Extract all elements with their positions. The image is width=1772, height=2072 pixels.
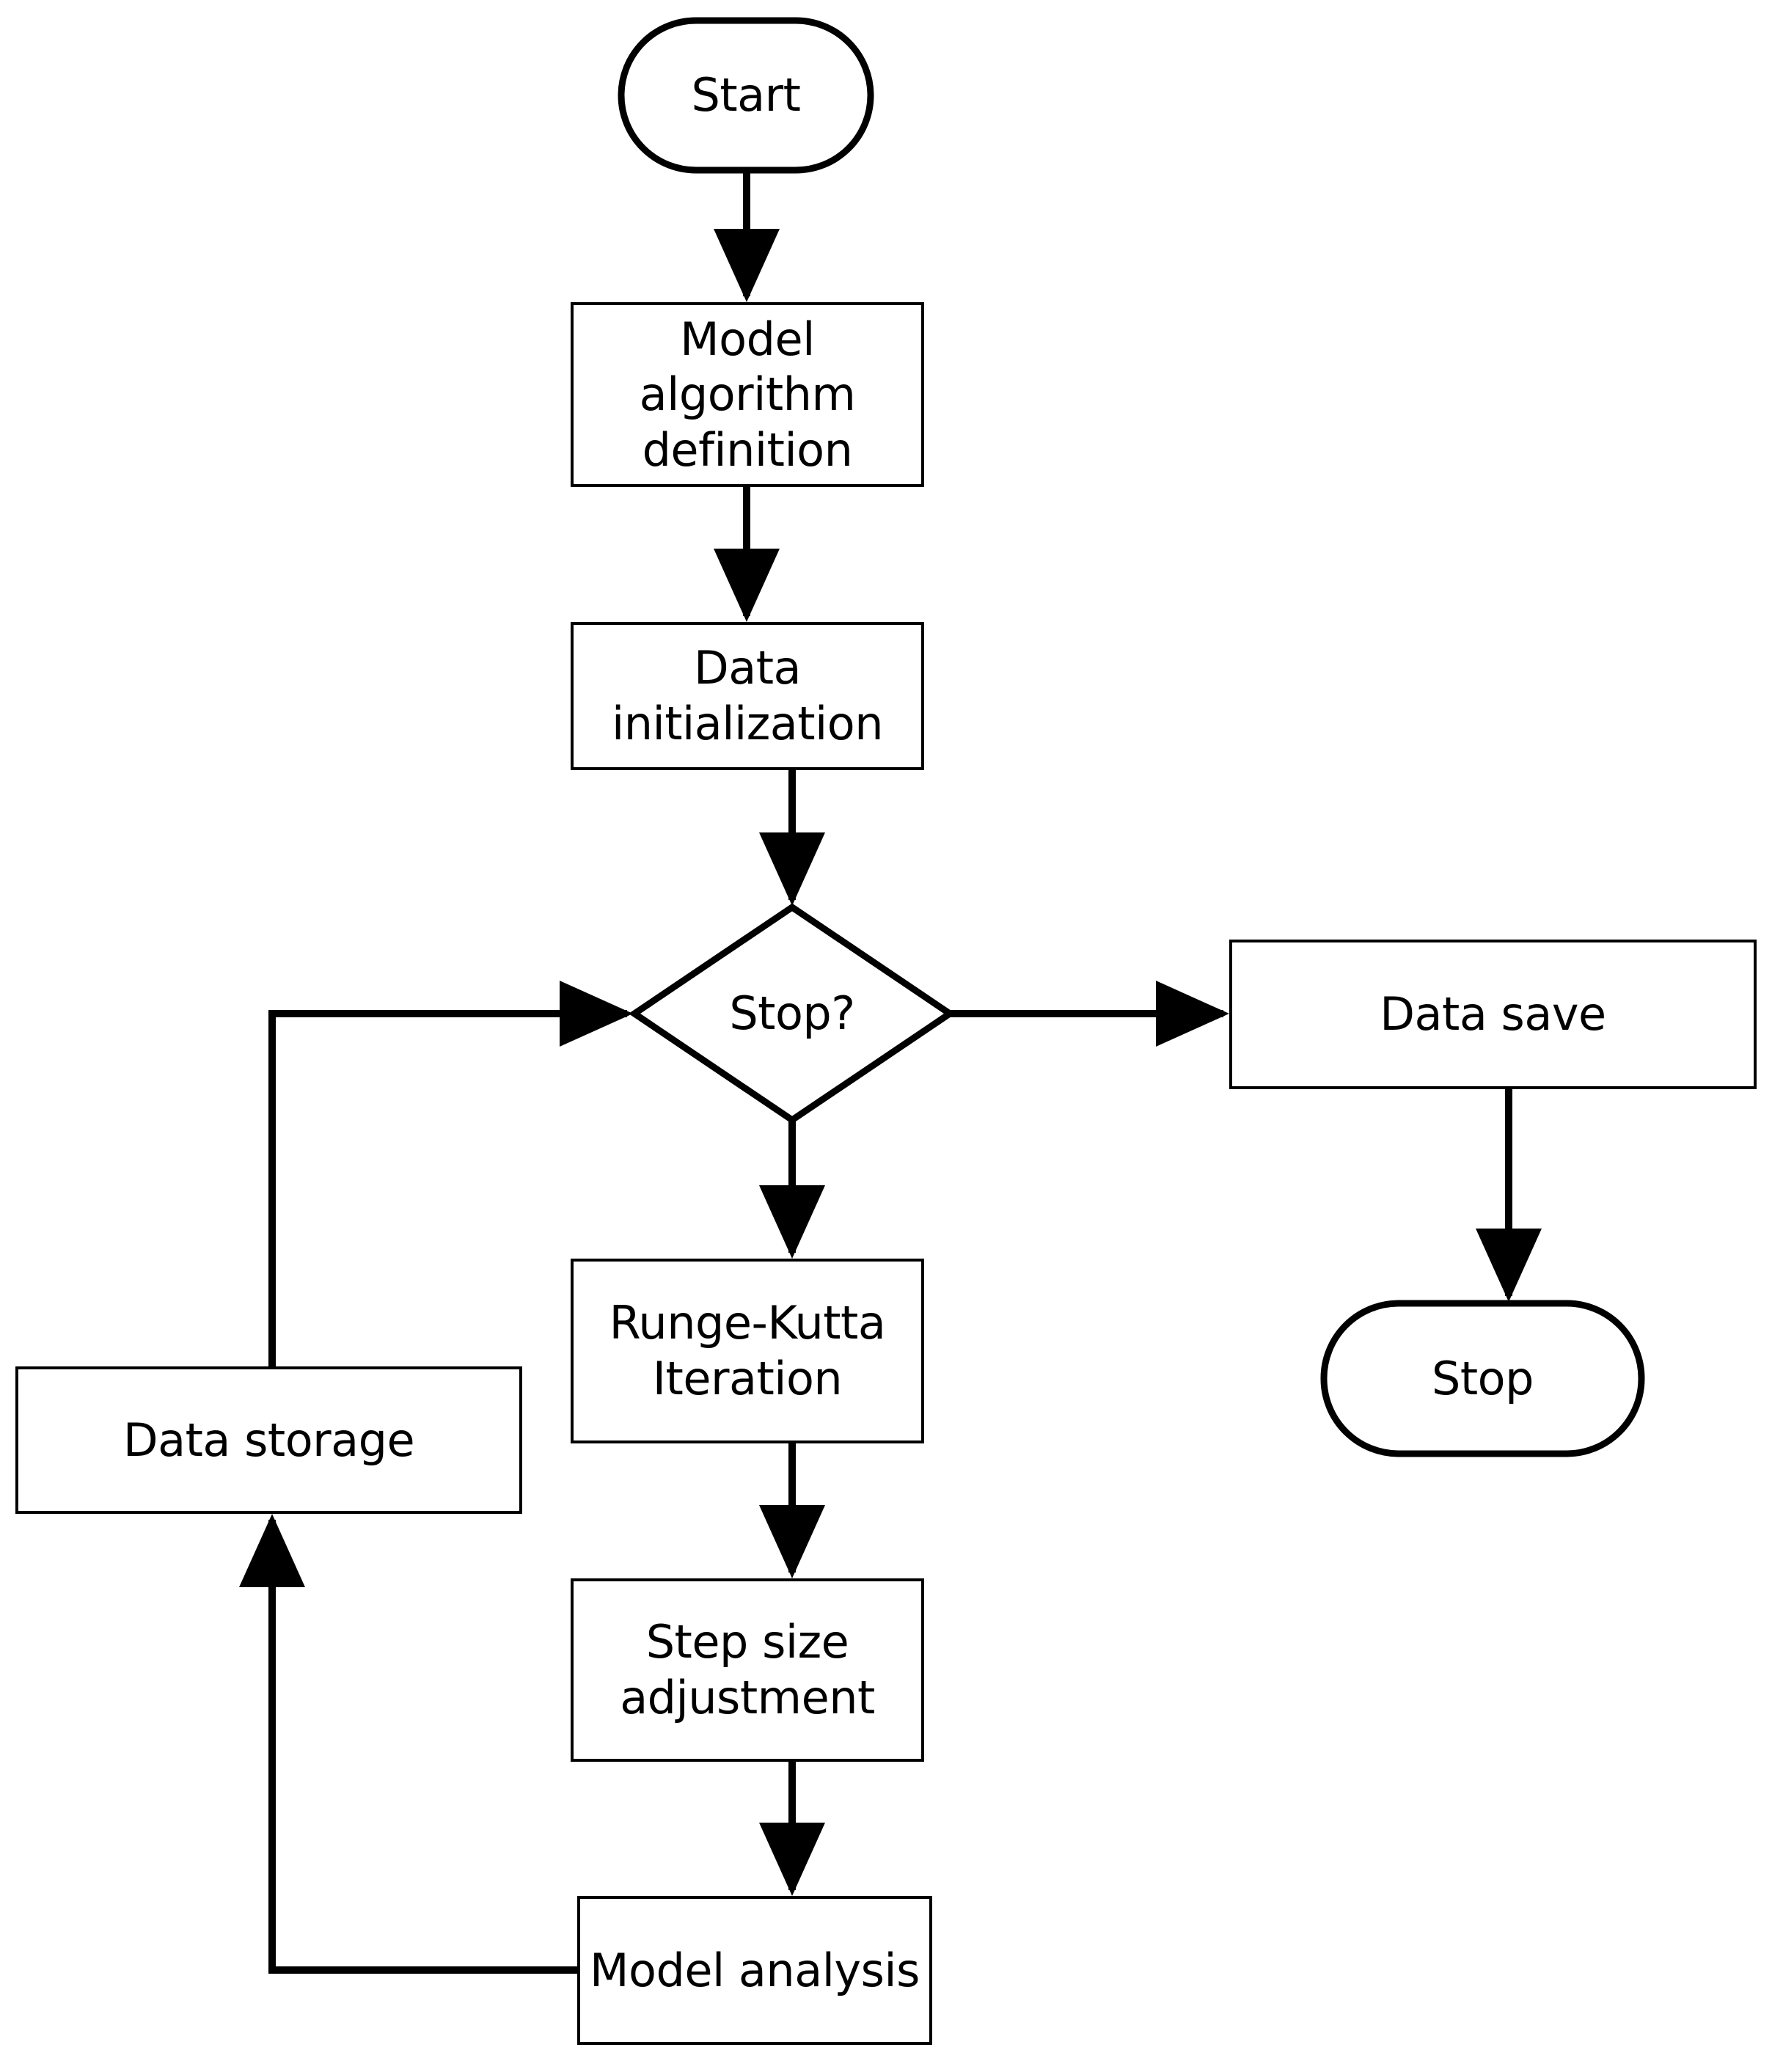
node-shape-step-size-adjustment[interactable] xyxy=(571,1578,924,1762)
edge-model-analysis-to-data-storage xyxy=(239,1513,579,1974)
node-shape-stop-decision[interactable] xyxy=(628,903,956,1124)
node-shape-data-storage[interactable] xyxy=(15,1366,522,1514)
node-shape-data-initialization[interactable] xyxy=(571,622,924,770)
node-shape-data-save[interactable] xyxy=(1229,940,1757,1089)
node-shape-stop[interactable] xyxy=(1320,1300,1645,1457)
edge-data-storage-to-stop-decision xyxy=(268,981,634,1368)
node-shape-start[interactable] xyxy=(618,17,874,174)
node-shape-model-analysis[interactable] xyxy=(577,1896,932,2045)
node-shape-model-algorithm-definition[interactable] xyxy=(571,302,924,487)
node-shape-runge-kutta-iteration[interactable] xyxy=(571,1259,924,1443)
